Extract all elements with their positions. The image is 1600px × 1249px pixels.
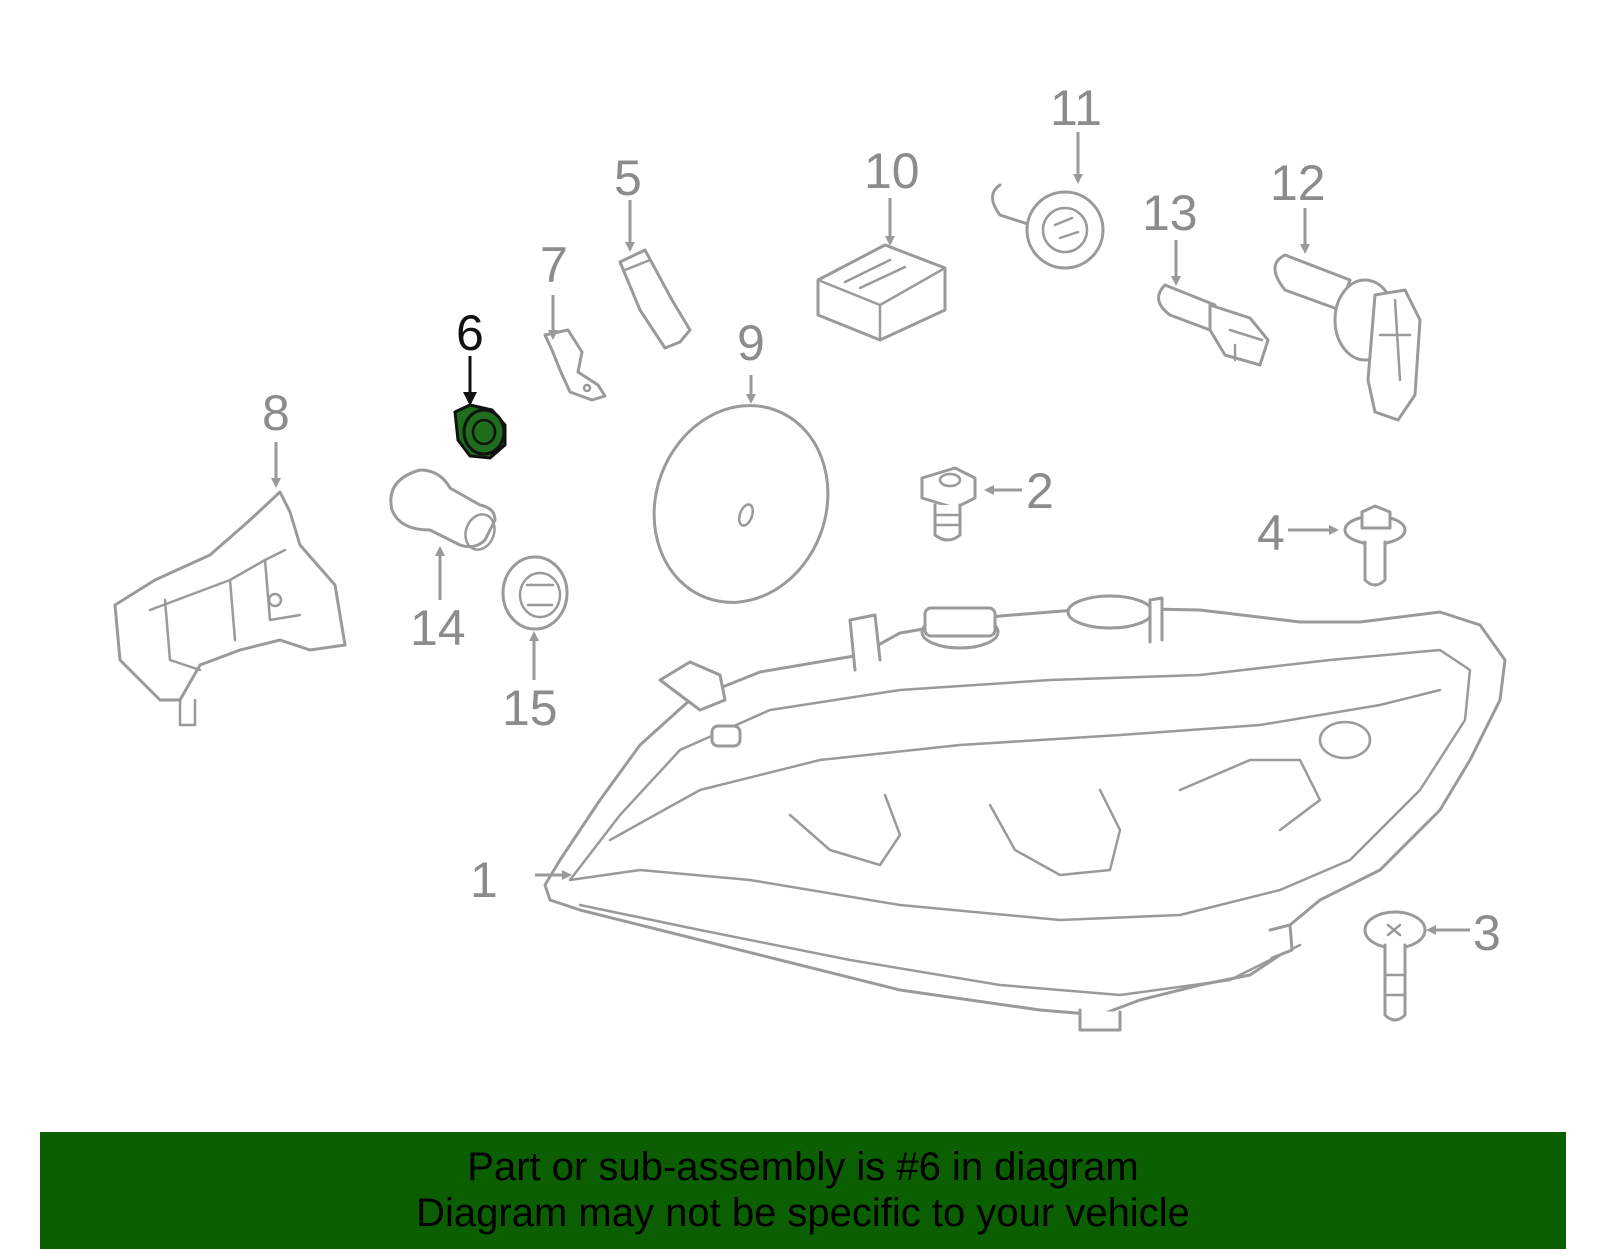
part-2-bolt[interactable] xyxy=(920,466,977,542)
callout-12: 12 xyxy=(1270,155,1326,211)
part-1-headlamp-assembly[interactable] xyxy=(543,594,1507,1032)
part-8-mounting-bracket[interactable] xyxy=(113,490,347,727)
parts-diagram: 1 2 3 4 5 6 7 8 9 10 11 12 13 14 15 xyxy=(113,80,1507,1032)
banner-line-part-number: Part or sub-assembly is #6 in diagram xyxy=(467,1145,1139,1189)
callout-11: 11 xyxy=(1050,80,1102,136)
callout-8: 8 xyxy=(262,385,290,441)
callout-15: 15 xyxy=(502,680,558,736)
part-11-bulb[interactable] xyxy=(991,183,1105,270)
callout-9: 9 xyxy=(737,315,765,371)
part-14-bulb[interactable] xyxy=(389,468,499,554)
part-13-wedge-bulb[interactable] xyxy=(1157,283,1270,367)
callout-2: 2 xyxy=(1026,463,1054,519)
callout-4: 4 xyxy=(1257,505,1285,561)
callout-7: 7 xyxy=(540,237,568,293)
part-4-flange-bolt[interactable] xyxy=(1343,504,1407,587)
part-9-dust-cap[interactable] xyxy=(627,381,855,627)
banner-line-disclaimer: Diagram may not be specific to your vehi… xyxy=(416,1191,1190,1235)
part-6-bulb-socket[interactable] xyxy=(453,403,507,460)
part-5-clip[interactable] xyxy=(618,248,692,350)
callout-6: 6 xyxy=(456,305,484,361)
part-3-screw[interactable] xyxy=(1363,910,1427,1022)
callout-14: 14 xyxy=(410,600,466,656)
callout-5: 5 xyxy=(614,150,642,206)
part-12-bulb-with-socket[interactable] xyxy=(1273,253,1422,422)
part-7-bracket[interactable] xyxy=(543,328,607,402)
info-banner: Part or sub-assembly is #6 in diagram Di… xyxy=(40,1132,1566,1249)
callout-10: 10 xyxy=(864,143,920,199)
callout-13: 13 xyxy=(1142,185,1198,241)
callout-3: 3 xyxy=(1473,905,1501,961)
callout-1: 1 xyxy=(470,852,498,908)
part-15-socket[interactable] xyxy=(501,555,569,631)
part-10-control-module[interactable] xyxy=(816,243,947,342)
